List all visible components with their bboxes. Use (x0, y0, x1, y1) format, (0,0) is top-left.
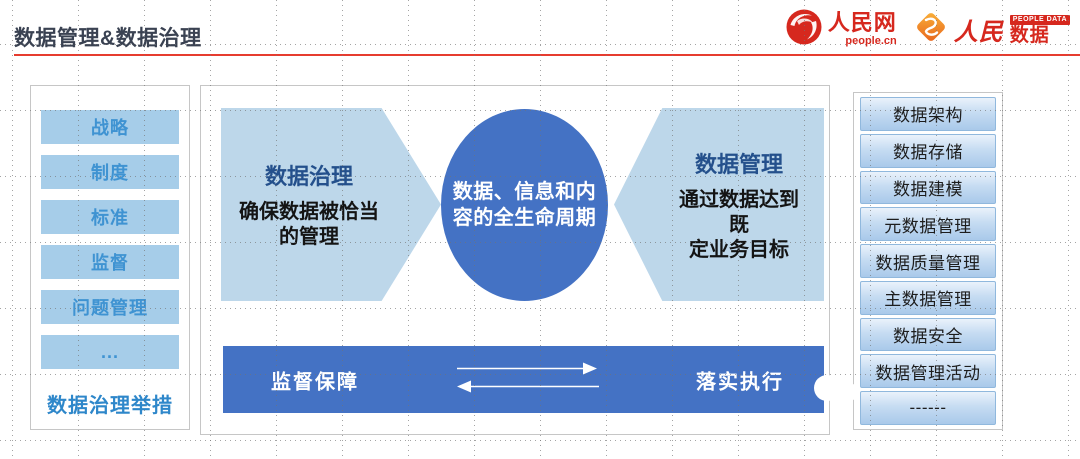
people-cn-name: 人民网 (827, 10, 897, 35)
data-governance-arrow: 数据治理 确保数据被恰当 的管理 (221, 108, 441, 301)
decorative-circle (814, 375, 840, 401)
supervision-execution-bar: 监督保障 落实执行 (223, 346, 824, 413)
people-data-wordmark: PEOPLE DATA 数据 (1009, 14, 1070, 46)
lifecycle-circle: 数据、信息和内 容的全生命周期 (441, 109, 608, 301)
lifecycle-circle-text: 数据、信息和内 (452, 181, 597, 203)
data-management-arrow-text: 通过数据达到既 (679, 188, 799, 236)
people-cn-domain: people.cn (845, 35, 897, 47)
governance-item-policy: 制度 (41, 155, 179, 189)
activity-item-data-quality: 数据质量管理 (860, 244, 996, 278)
activity-item-data-storage: 数据存储 (860, 133, 996, 168)
data-governance-arrow-text: 确保数据被恰当 (239, 201, 379, 223)
people-data-brand: 人民 (953, 19, 1004, 46)
gridline (12, 0, 13, 459)
people-data-badge: PEOPLE DATA (1009, 14, 1070, 25)
people-cn-logo-icon (785, 8, 823, 51)
activity-item-metadata-management: 元数据管理 (860, 207, 996, 242)
management-activities-panel: 数据架构 数据存储 数据建模 元数据管理 数据质量管理 主数据管理 数据安全 数… (853, 92, 1003, 430)
activity-item-management-activities: 数据管理活动 (860, 354, 996, 389)
governance-panel-caption: 数据治理举措 (47, 395, 173, 417)
gridline (0, 440, 1080, 441)
exchange-arrows-icon (453, 357, 603, 402)
people-cn-wordmark: 人民网 people.cn (828, 12, 897, 47)
decorative-circle (840, 383, 858, 401)
people-data-product: 数据 (1009, 24, 1050, 46)
people-data-logo-icon (913, 9, 949, 50)
activity-item-data-security: 数据安全 (860, 317, 996, 352)
data-management-arrow-text: 定业务目标 (689, 238, 789, 261)
governance-item-ellipsis: ... (41, 335, 179, 369)
people-cn-logo: 人民网 people.cn (785, 8, 897, 51)
execution-label: 落实执行 (696, 371, 784, 393)
activity-item-dashes: ------ (860, 391, 996, 426)
activity-item-master-data: 主数据管理 (860, 280, 996, 315)
title-underline (14, 54, 1080, 56)
data-governance-arrow-title: 数据治理 (264, 164, 353, 189)
governance-item-strategy: 战略 (41, 110, 179, 144)
supervision-label: 监督保障 (271, 371, 359, 393)
governance-measures-panel: 战略 制度 标准 监督 问题管理 ... 数据治理举措 (30, 85, 190, 430)
data-management-arrow-title: 数据管理 (694, 151, 783, 177)
data-management-arrow: 数据管理 通过数据达到既 定业务目标 (614, 108, 824, 301)
lifecycle-circle-text: 容的全生命周期 (452, 207, 597, 229)
governance-item-issue-management: 问题管理 (41, 290, 179, 324)
governance-item-standard: 标准 (41, 200, 179, 234)
page-title: 数据管理&数据治理 (14, 27, 202, 50)
governance-item-supervision: 监督 (41, 245, 179, 279)
activity-item-data-modeling: 数据建模 (860, 170, 996, 205)
logo-area: 人民网 people.cn 人民 PEOPLE DATA (785, 8, 1070, 51)
gridline (1068, 0, 1069, 459)
activity-item-data-architecture: 数据架构 (860, 97, 996, 131)
people-data-logo: 人民 PEOPLE DATA 数据 (913, 9, 1070, 50)
diagram-panel: 数据治理 确保数据被恰当 的管理 数据、信息和内 容的全生命周期 数据管理 通过… (200, 85, 840, 435)
data-governance-arrow-text: 的管理 (279, 226, 339, 248)
